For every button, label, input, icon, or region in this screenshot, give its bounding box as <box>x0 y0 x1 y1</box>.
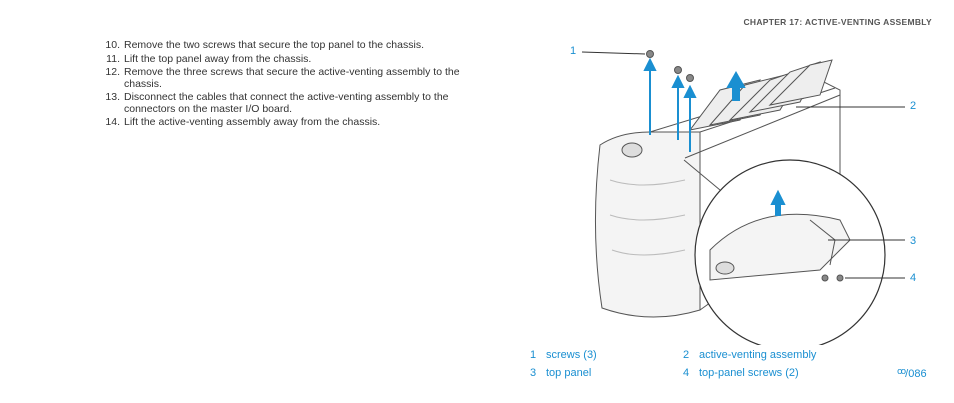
step-text: Lift the top panel away from the chassis… <box>124 52 312 65</box>
step-text: Remove the three screws that secure the … <box>124 66 460 90</box>
legend-number: 4 <box>683 367 690 379</box>
legend-item: 4 top-panel screws (2) <box>683 367 799 379</box>
callout-3: 3 <box>910 235 917 247</box>
legend-label: top-panel screws (2) <box>699 367 799 379</box>
legend-item: 3 top panel <box>530 367 591 379</box>
step-item: 14. Lift the active-venting assembly away… <box>96 116 496 129</box>
chassis-drawing <box>581 50 905 351</box>
step-item: 13. Disconnect the cables that connect th… <box>96 91 496 115</box>
page-number-value: 086 <box>908 368 927 380</box>
legend-label: screws (3) <box>546 349 597 361</box>
step-number: 11. <box>106 52 120 65</box>
step-number: 13. <box>105 91 120 103</box>
step-text: Remove the two screws that secure the to… <box>124 39 424 51</box>
legend-number: 1 <box>530 349 537 361</box>
step-text: Lift the active-venting assembly away fr… <box>124 116 381 128</box>
callout-2: 2 <box>910 100 917 112</box>
brand-logo-icon: ꝏ <box>897 366 906 376</box>
step-item: 12. Remove the three screws that secure t… <box>96 66 496 90</box>
chapter-heading: CHAPTER 17: ACTIVE-VENTING ASSEMBLY <box>743 17 932 27</box>
assembly-illustration: 1 2 3 4 <box>560 40 940 351</box>
page-number: ꝏ/086 <box>897 366 927 380</box>
step-number: 12. <box>105 66 120 78</box>
step-number: 10. <box>105 39 120 51</box>
step-number: 14. <box>105 116 120 128</box>
callout-1: 1 <box>570 45 577 57</box>
legend-number: 3 <box>530 367 537 379</box>
callout-4: 4 <box>910 272 917 284</box>
instruction-steps: 10. Remove the two screws that secure the… <box>96 39 496 131</box>
legend-label: active-venting assembly <box>699 349 817 361</box>
legend-item: 2 active-venting assembly <box>683 349 816 361</box>
step-text: Disconnect the cables that connect the a… <box>124 91 449 115</box>
legend-label: top panel <box>546 367 592 379</box>
step-item: 10. Remove the two screws that secure the… <box>96 39 496 52</box>
step-item: 11. Lift the top panel away from the chas… <box>96 52 496 66</box>
legend-item: 1 screws (3) <box>530 349 597 361</box>
legend-number: 2 <box>683 349 690 361</box>
